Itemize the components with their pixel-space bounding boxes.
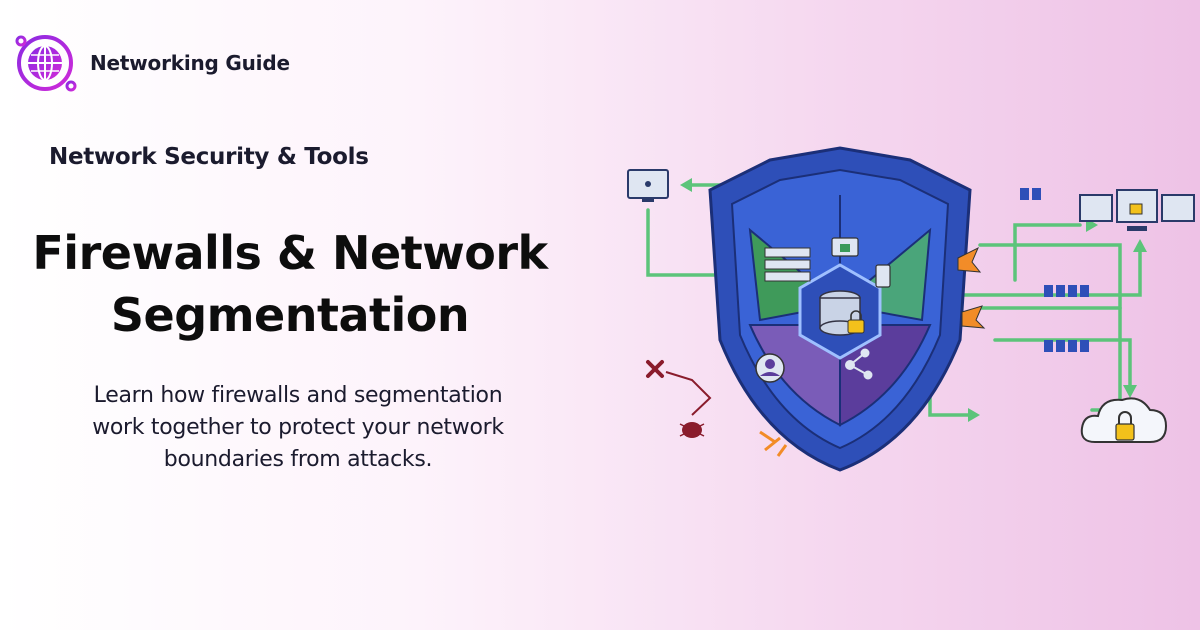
desktop-lock-icon <box>1079 189 1195 231</box>
cloud-lock-icon <box>1080 397 1168 443</box>
firewall-segmentation-illustration <box>627 146 1195 472</box>
network-nodes-icon <box>845 348 873 380</box>
title-line: Firewalls & Network <box>32 226 548 280</box>
blocked-x-icon <box>646 360 664 378</box>
server-rack-icon <box>764 247 811 282</box>
mobile-lock-icon <box>875 264 891 288</box>
brand-name: Networking Guide <box>90 51 290 75</box>
lock-icon <box>831 237 859 257</box>
category-label: Network Security & Tools <box>49 144 369 170</box>
monitor-network-icon <box>627 169 669 202</box>
brand: Networking Guide <box>12 30 290 96</box>
bug-icon <box>679 422 705 438</box>
firewall-flag-icons <box>957 246 986 329</box>
database-lock-icon <box>819 290 865 336</box>
description-line: Learn how firewalls and segmentation <box>93 383 503 408</box>
page-title: Firewalls & Network Segmentation <box>20 222 560 346</box>
globe-icon <box>15 35 77 92</box>
title-line: Segmentation <box>110 288 470 342</box>
description-line: work together to protect your network <box>92 415 504 440</box>
threat-path <box>665 371 712 416</box>
user-icon <box>755 353 785 383</box>
blocked-spark-icon <box>759 430 788 457</box>
document-icon <box>1020 188 1089 352</box>
description-line: boundaries from attacks. <box>163 447 433 472</box>
page-description: Learn how firewalls and segmentation wor… <box>28 380 568 476</box>
